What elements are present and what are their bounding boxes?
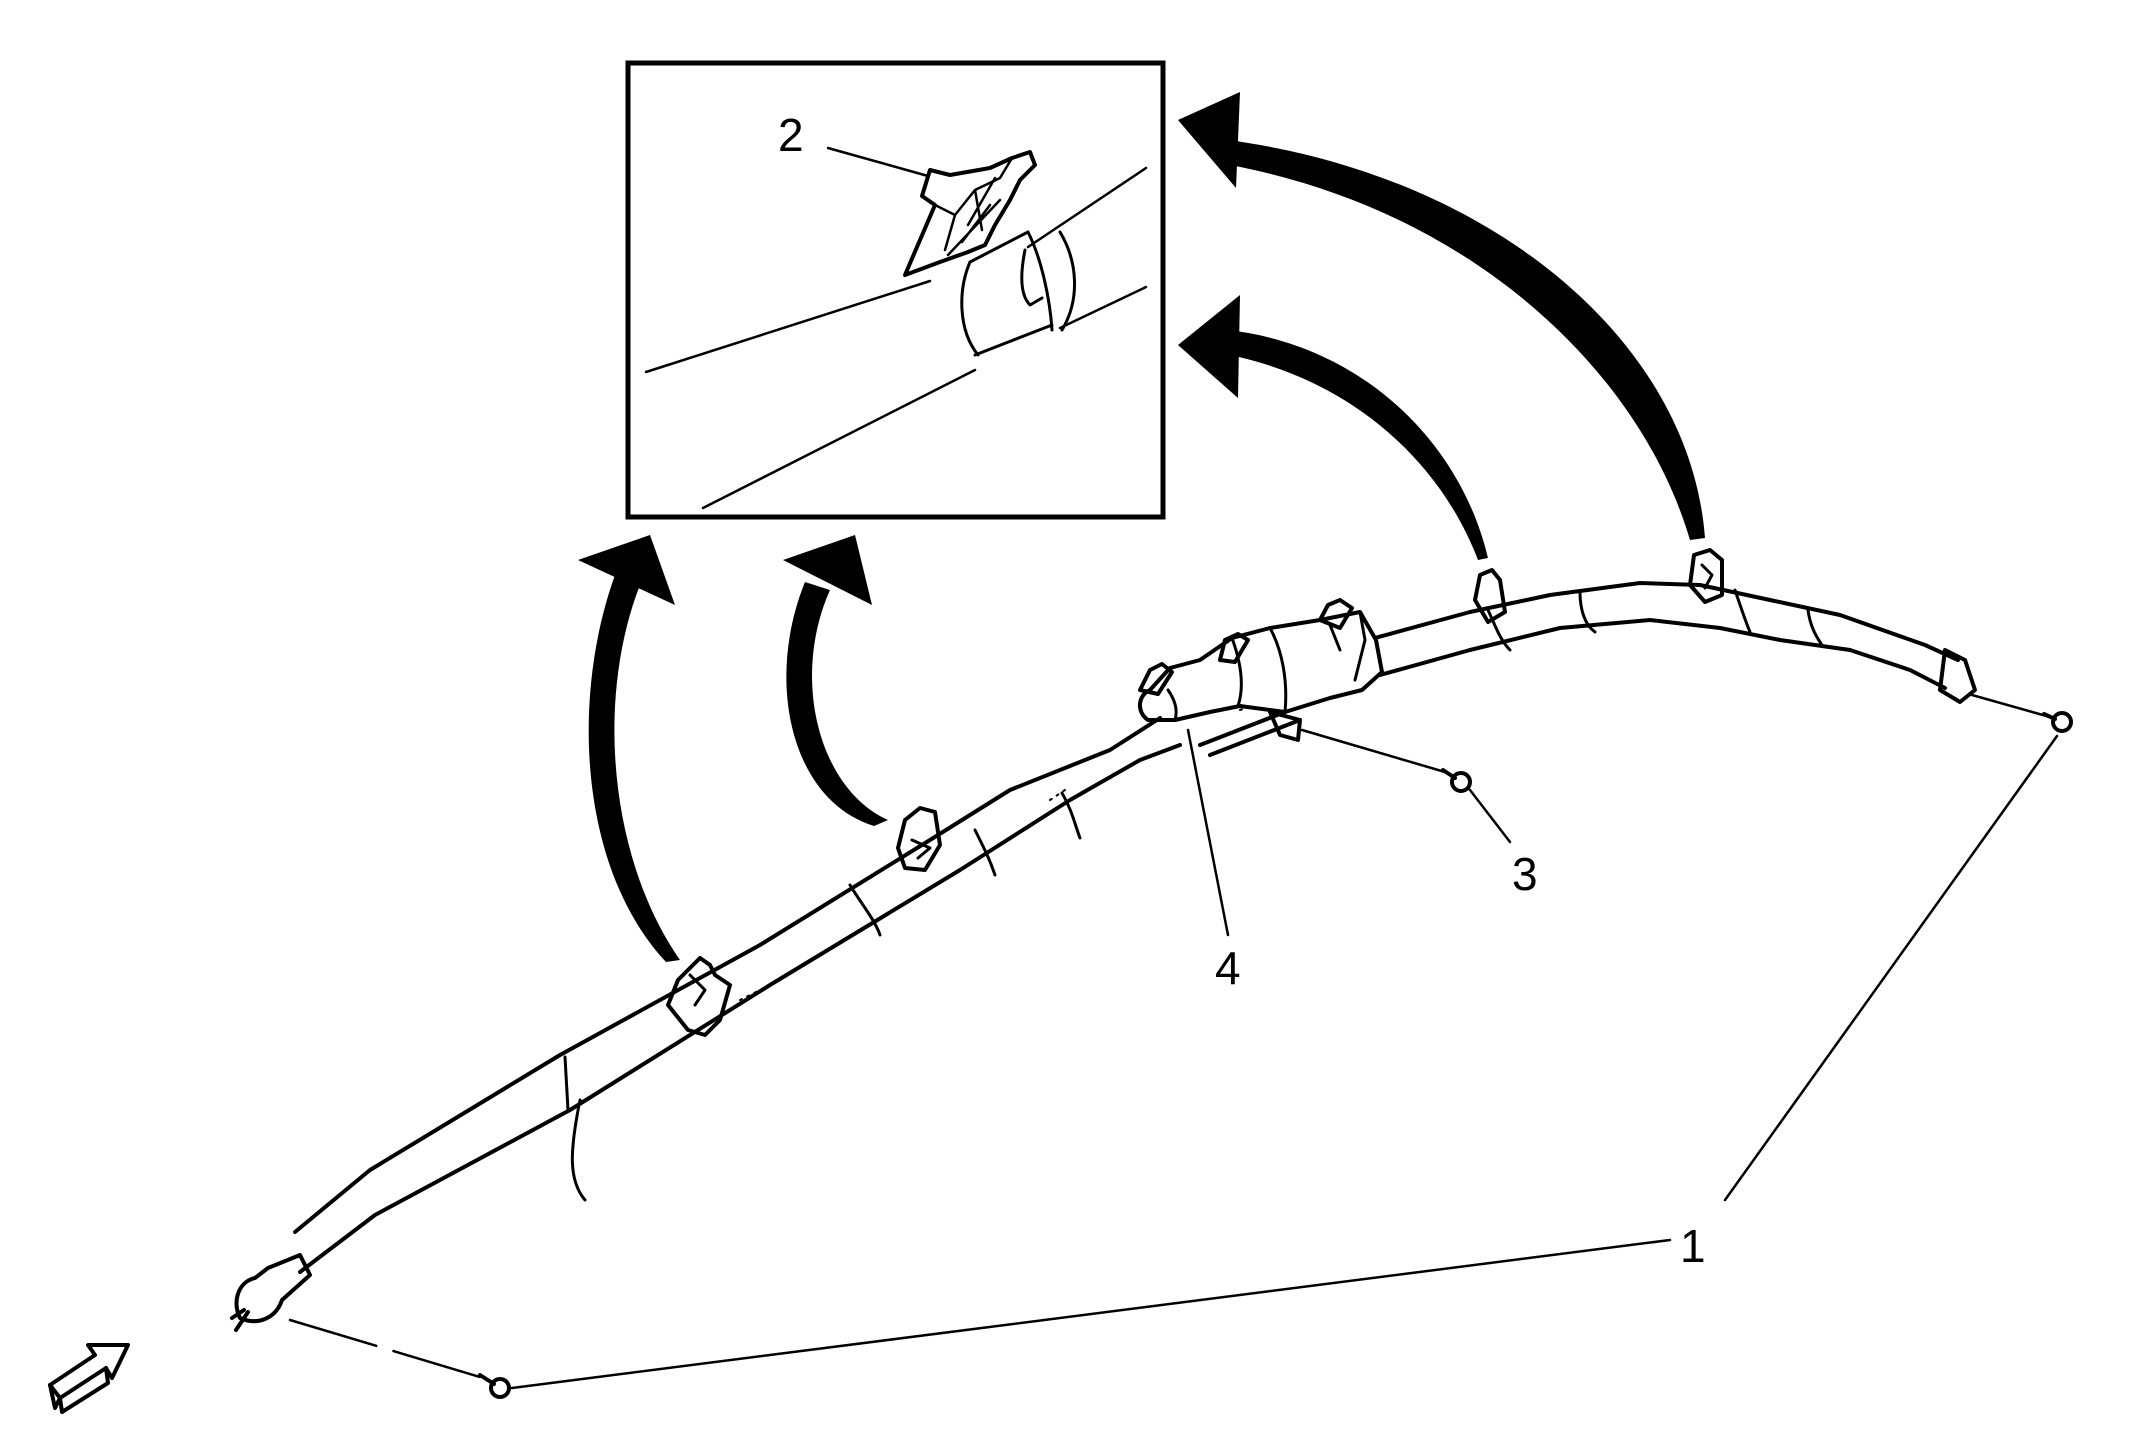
clip-canister-left xyxy=(1138,662,1174,696)
curved-arrow-icon xyxy=(783,535,888,826)
inflator-canister xyxy=(1138,610,1384,757)
tube-right-end-fitting xyxy=(1938,648,1977,704)
curved-arrow-icon xyxy=(1178,92,1705,540)
bolt-icon xyxy=(478,1373,511,1399)
install-line-left-bolt xyxy=(288,1318,492,1382)
detail-tube-upper-edge xyxy=(644,166,1148,374)
clip-canister-mid xyxy=(1218,632,1250,664)
clip-right xyxy=(1688,548,1724,604)
callout-2: 2 xyxy=(778,109,804,161)
clip-left xyxy=(666,956,732,1037)
tube-band-marks xyxy=(563,588,1824,1202)
callout-3: 3 xyxy=(1512,848,1538,900)
detail-arrows xyxy=(578,92,1705,962)
detail-tube-band xyxy=(960,230,1077,357)
view-direction-arrow-icon xyxy=(48,1343,130,1414)
tube-left-end-fitting xyxy=(230,1253,312,1332)
callout-4-leader xyxy=(1186,728,1230,937)
detail-inset-frame xyxy=(625,60,1166,520)
callout-4: 4 xyxy=(1215,942,1241,994)
tube-clips xyxy=(666,548,1724,1037)
clip-right-mid xyxy=(1473,568,1507,624)
leader-lines xyxy=(288,693,2059,1390)
callout-3-leader xyxy=(1468,788,1512,844)
curved-arrow-icon xyxy=(1178,295,1488,560)
callout-2-leader xyxy=(826,146,930,178)
clip-second-left xyxy=(896,806,942,872)
airbag-tube-assembly xyxy=(230,548,1977,1332)
detail-clip xyxy=(903,150,1037,277)
callout-1-leader-right xyxy=(1723,734,2059,1202)
clip-canister-right xyxy=(1318,598,1354,630)
fasteners xyxy=(478,711,2073,1399)
callout-1-leader-left xyxy=(510,1238,1672,1390)
tube-lower-edge xyxy=(298,743,1182,1274)
tube-upper-edge xyxy=(293,716,1162,1234)
install-line-right-bolt xyxy=(1970,693,2052,719)
callout-1: 1 xyxy=(1680,1220,1706,1272)
detail-inset: 2 xyxy=(625,60,1166,520)
hidden-line-dotted xyxy=(739,704,1256,1001)
detail-tube-lower-edge xyxy=(701,285,1148,510)
bolt-icon xyxy=(1441,768,1472,793)
tube-right-upper-edge xyxy=(1373,581,1960,662)
tube-right-lower-edge xyxy=(1378,618,1947,690)
curved-arrow-icon xyxy=(578,535,680,962)
install-line-canister-bolt xyxy=(1300,728,1447,774)
